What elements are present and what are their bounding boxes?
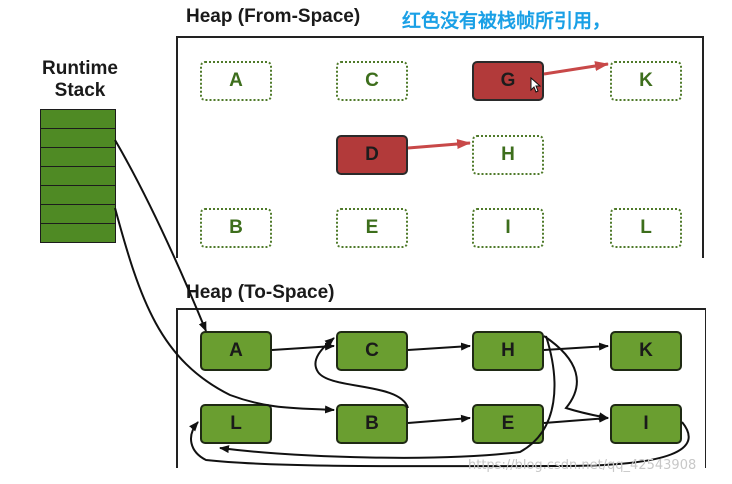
stack-frame — [40, 108, 116, 129]
from-space-title: Heap (From-Space) — [186, 6, 361, 27]
from-object-c: C — [336, 61, 408, 101]
to-space-title: Heap (To-Space) — [186, 282, 335, 303]
stack-frame — [40, 184, 116, 205]
from-object-l: L — [610, 208, 682, 248]
from-object-e: E — [336, 208, 408, 248]
runtime-stack-title-line1: Runtime — [42, 58, 118, 79]
runtime-stack — [40, 108, 116, 243]
from-object-i: I — [472, 208, 544, 248]
to-object-b: B — [336, 404, 408, 444]
to-object-e: E — [472, 404, 544, 444]
annotation-text: 红色没有被栈帧所引用， — [402, 10, 612, 32]
stack-frame — [40, 127, 116, 148]
runtime-stack-title: Runtime Stack — [34, 58, 126, 102]
from-object-h: H — [472, 135, 544, 175]
mouse-cursor-icon — [530, 77, 542, 93]
to-object-i: I — [610, 404, 682, 444]
stack-frame — [40, 222, 116, 243]
to-object-a: A — [200, 331, 272, 371]
from-object-b: B — [200, 208, 272, 248]
to-object-l: L — [200, 404, 272, 444]
runtime-stack-title-line2: Stack — [54, 80, 106, 101]
from-object-a: A — [200, 61, 272, 101]
stack-frame — [40, 146, 116, 167]
to-object-k: K — [610, 331, 682, 371]
stack-frame — [40, 203, 116, 224]
to-object-c: C — [336, 331, 408, 371]
to-object-h: H — [472, 331, 544, 371]
watermark-text: https://blog.csdn.net/qq_42543908 — [468, 458, 697, 473]
stack-frame — [40, 165, 116, 186]
from-object-k: K — [610, 61, 682, 101]
from-object-d-unreferenced: D — [336, 135, 408, 175]
